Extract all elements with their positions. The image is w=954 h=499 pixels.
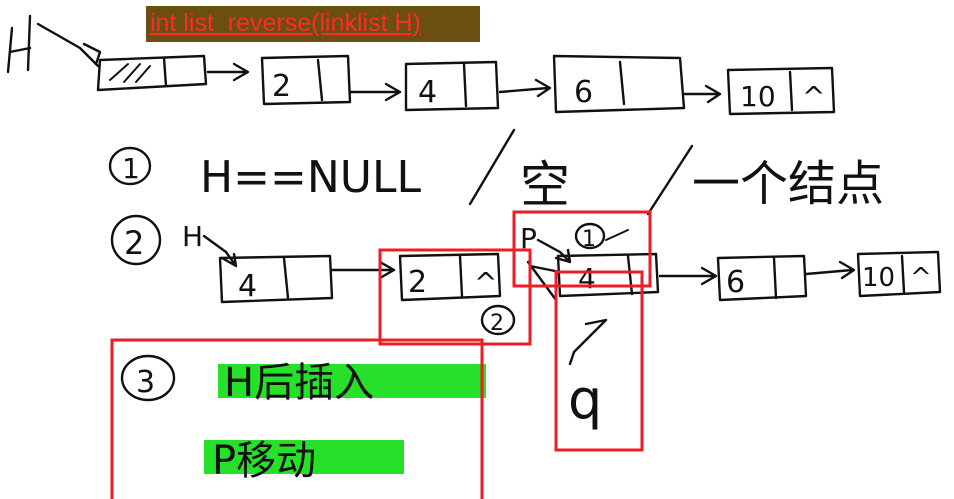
step2-node-2-value: 4	[578, 262, 596, 295]
step2-pointer-q-label: q	[568, 368, 602, 431]
step3-number: 3	[136, 365, 155, 400]
step2-node-3-value: 6	[726, 265, 745, 300]
step1-number: 1	[122, 152, 140, 185]
list1-node-4-null: ^	[802, 80, 825, 113]
step2-number: 2	[124, 224, 144, 262]
step2-head-pointer: H	[182, 220, 238, 268]
list1-node-0	[96, 54, 208, 92]
step2-node-4-null: ^	[910, 263, 932, 293]
step3-line-1: H后插入	[224, 360, 374, 406]
step2-arrow-3	[804, 260, 856, 280]
list1-arrow-2	[348, 82, 402, 102]
node-2-annotation-box	[378, 248, 532, 346]
step2-node-1: 2 ^	[398, 252, 502, 302]
list1-node-1: 2	[260, 54, 352, 106]
step1-single-node: 一个结点	[692, 156, 884, 212]
step3-highlight-1	[218, 364, 486, 398]
step2-pointer-p-label: P	[520, 222, 537, 255]
step2-marker-2: 2	[480, 304, 516, 336]
list1-node-4-value: 10	[740, 80, 776, 113]
step2-pointer-p: P	[520, 222, 572, 264]
step2-node-0-value: 4	[238, 269, 257, 304]
step3-line-2: P移动	[212, 438, 316, 484]
step2-marker-1-number: 1	[582, 227, 596, 252]
step2-node-0: 4	[218, 254, 334, 304]
step2-node-3: 6	[716, 254, 808, 302]
title-bar	[146, 6, 480, 42]
step2-arrow-1	[330, 260, 396, 280]
step1-condition: H==NULL	[200, 152, 421, 203]
title-text: int list reverse(linklist H)	[150, 9, 421, 37]
step2-marker-1: 1	[574, 222, 629, 252]
head-pointer-h	[6, 14, 102, 74]
step1-separator-1	[468, 128, 516, 206]
step3-highlight-2	[204, 440, 404, 474]
pointer-p-annotation-box	[512, 210, 652, 288]
step2-marker-2-number: 2	[490, 311, 504, 336]
list1-node-1-value: 2	[272, 69, 291, 104]
step1-marker: 1	[108, 146, 152, 186]
list1-node-3-value: 6	[574, 75, 593, 110]
list1-node-2-value: 4	[418, 75, 437, 110]
list1-arrow-3	[498, 78, 552, 98]
step2-pointer-q: q	[568, 318, 608, 431]
list1-arrow-4	[682, 84, 722, 104]
step3-marker: 3	[120, 354, 176, 402]
step2-node-4: 10 ^	[856, 250, 942, 298]
step2-marker: 2	[110, 214, 162, 266]
list1-node-2: 4	[404, 60, 500, 112]
step1-separator-2	[646, 144, 694, 216]
step1-empty: 空	[520, 156, 570, 214]
pointer-q-annotation-box	[554, 270, 644, 452]
step2-arrow-2	[658, 266, 718, 286]
list1-arrow-1	[206, 62, 250, 82]
step2-head-label: H	[182, 220, 203, 253]
step3-annotation-box	[110, 338, 484, 499]
list1-node-3: 6	[552, 54, 686, 114]
step2-node-1-value: 2	[408, 265, 427, 300]
step2-node-4-value: 10	[862, 263, 895, 293]
list1-node-4: 10 ^	[726, 66, 836, 116]
step2-node-1-null: ^	[474, 266, 497, 299]
